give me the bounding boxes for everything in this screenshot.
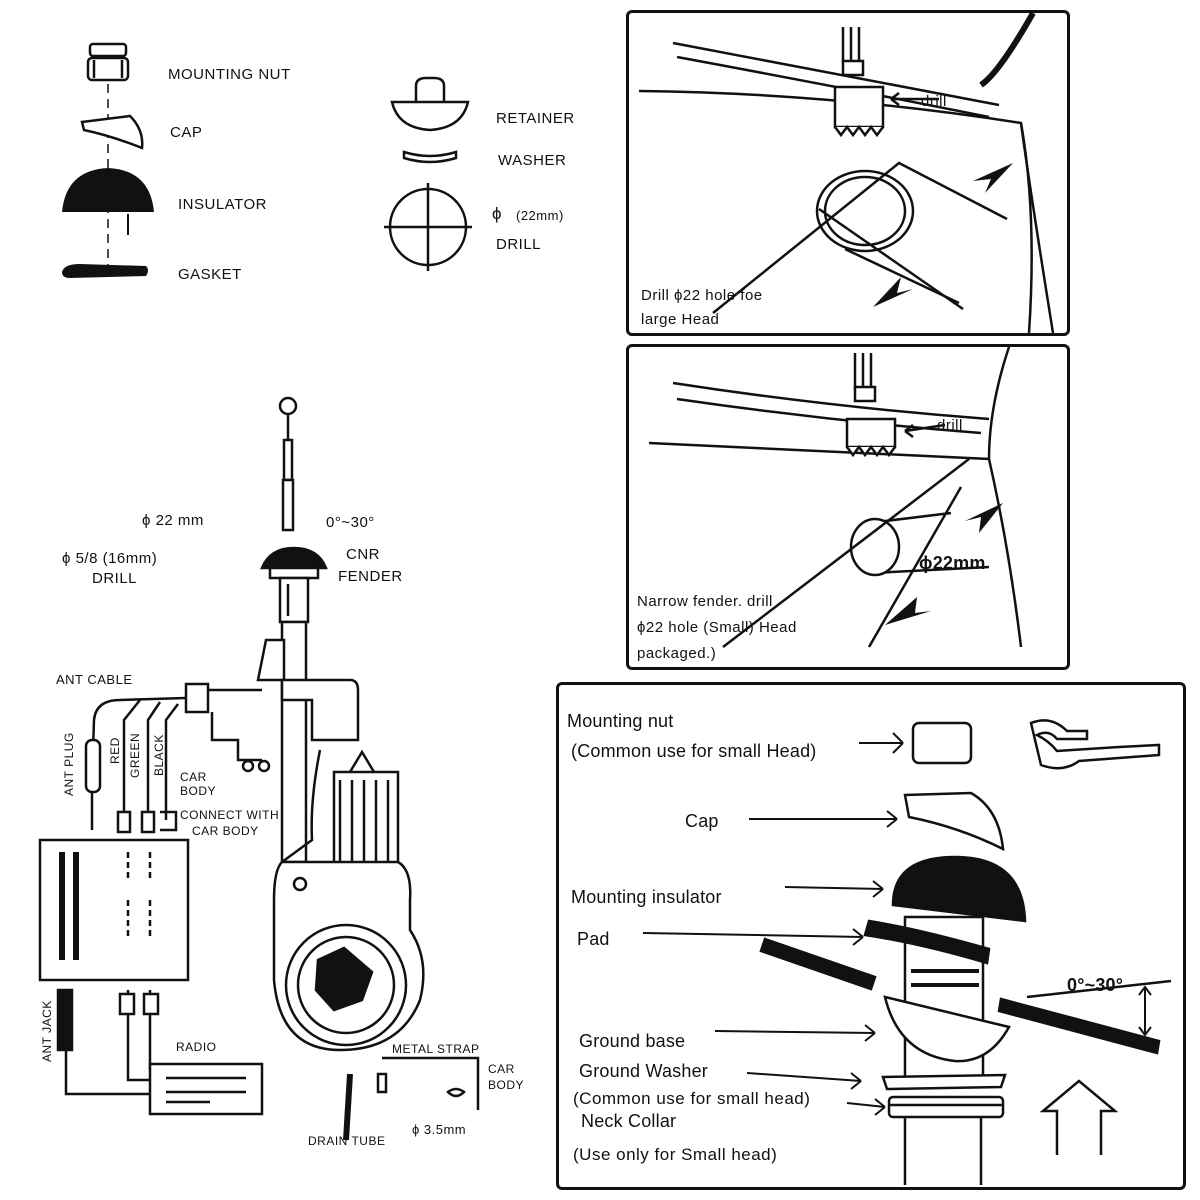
hole-22mm-label: ϕ 22 mm (142, 512, 204, 529)
drill-label: drill (921, 93, 947, 110)
cap-icon (80, 114, 144, 150)
cap-label: CAP (170, 124, 203, 141)
metal-strap-label: METAL STRAP (392, 1042, 480, 1056)
pad-icon (759, 937, 877, 991)
washer-label: WASHER (498, 152, 567, 169)
ant-jack-label: ANT JACK (40, 1000, 54, 1062)
wrench-icon (1029, 719, 1161, 770)
drill-arrow (904, 423, 946, 438)
mounting-insulator-icon (891, 855, 1027, 923)
hole-3-5mm-label: ϕ 3.5mm (412, 1122, 467, 1137)
drill-label: drill (937, 417, 963, 434)
caption-line-2: ϕ22 hole (Small) Head (637, 619, 797, 636)
upper-arrow (973, 163, 1013, 193)
up-arrow-icon (1039, 1079, 1119, 1155)
drill-hole-icon (384, 183, 472, 271)
gasket-icon (62, 264, 148, 278)
radio-label: RADIO (176, 1040, 217, 1054)
wiring-drawing (38, 396, 480, 1141)
parts-legend-drawing (62, 42, 472, 278)
lower-arrow (885, 597, 931, 625)
car-label: CAR (488, 1062, 515, 1076)
cap-label: Cap (685, 811, 719, 831)
insulator-label: INSULATOR (178, 196, 267, 213)
angle-label: 0°~30° (1067, 975, 1124, 995)
green-wire-label: GREEN (128, 732, 142, 778)
caption-line-1: Drill ϕ22 hole foe (641, 287, 763, 304)
drill-icon (845, 353, 897, 458)
ground-base-label: Ground base (579, 1031, 686, 1051)
ground-base-icon (883, 995, 1011, 1063)
drill-icon (833, 27, 885, 138)
mounting-nut-icon (911, 721, 973, 765)
cap-icon (903, 791, 1005, 852)
black-wire-label: BLACK (152, 734, 166, 776)
insulator-icon (62, 168, 154, 212)
ant-plug-label: ANT PLUG (62, 732, 76, 796)
gasket-label: GASKET (178, 266, 242, 283)
upper-arrow (965, 503, 1003, 533)
retainer-label: RETAINER (496, 110, 575, 127)
red-wire-label: RED (108, 737, 122, 764)
drill-diameter-symbol: ϕ (492, 204, 503, 223)
retainer-icon (390, 76, 470, 132)
hole-16mm-label: ϕ 5/8 (16mm) (62, 550, 158, 567)
caption-line-1: Narrow fender. drill (637, 593, 773, 610)
neck-collar-label: Neck Collar (581, 1111, 677, 1131)
drill-arrow (890, 92, 939, 106)
angle-label: 0°~30° (326, 514, 375, 531)
drill-16mm-label: DRILL (92, 570, 138, 587)
drill-size-label: (22mm) (516, 208, 564, 223)
fender-label: FENDER (338, 568, 403, 585)
caption-line-3: packaged.) (637, 645, 717, 662)
assembly-drawing (642, 719, 1172, 1185)
car-body-label: CAR BODY (180, 770, 217, 798)
neck-collar-icon (887, 1095, 1005, 1119)
connect-car-body-label: CAR BODY (192, 824, 259, 838)
washer-icon (402, 150, 458, 164)
mounting-nut-note: (Common use for small Head) (571, 741, 817, 761)
cnr-label: CNR (346, 546, 380, 563)
dimension-label: ϕ22mm (919, 553, 986, 573)
mounting-nut-label: MOUNTING NUT (168, 66, 291, 83)
lower-arrow (873, 277, 913, 307)
caption-line-2: large Head (641, 311, 720, 328)
mounting-nut-icon (86, 42, 130, 82)
body-label: BODY (488, 1078, 525, 1092)
large-head-drawing (638, 13, 1055, 333)
small-head-panel: drill ϕ22mm Narrow fender. drill ϕ22 hol… (626, 344, 1070, 670)
connect-with-label: CONNECT WITH (180, 808, 280, 822)
ground-washer-icon (881, 1073, 1007, 1091)
drain-tube-label: DRAIN TUBE (308, 1134, 386, 1148)
mounting-nut-label: Mounting nut (567, 711, 674, 731)
neck-collar-note: (Use only for Small head) (573, 1145, 778, 1164)
drill-label: DRILL (496, 236, 542, 253)
assembly-panel: Mounting nut (Common use for small Head)… (556, 682, 1186, 1190)
large-head-panel: drill Drill ϕ22 hole foe large Head (626, 10, 1070, 336)
small-head-drawing (648, 347, 1023, 648)
ant-cable-label: ANT CABLE (56, 672, 133, 687)
ground-washer-label: Ground Washer (579, 1061, 708, 1081)
mounting-insulator-label: Mounting insulator (571, 887, 722, 907)
pad-label: Pad (577, 929, 610, 949)
ground-washer-note: (Common use for small head) (573, 1089, 811, 1108)
